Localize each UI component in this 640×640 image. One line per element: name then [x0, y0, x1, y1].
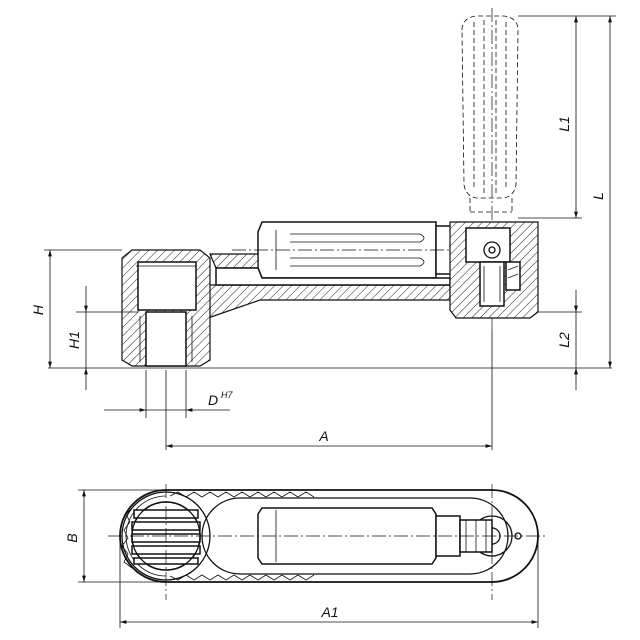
- vertical-handle-grip: [461, 15, 519, 213]
- pivot-block-section: [449, 221, 539, 319]
- knurled-edge: [169, 491, 315, 581]
- dim-D-label: D: [208, 392, 218, 408]
- side-view: L1 L L2 H H1 D H7 A: [30, 8, 616, 450]
- horizontal-handle-grip: [232, 221, 478, 279]
- top-view: B A1: [64, 484, 548, 628]
- dim-H1-label: H1: [66, 331, 82, 349]
- hub-section: [121, 249, 211, 367]
- dim-L-label: L: [590, 192, 606, 200]
- dim-L2-label: L2: [556, 332, 572, 348]
- dim-D-tolerance: H7: [221, 390, 233, 400]
- dim-A-label: A: [318, 428, 328, 444]
- dim-A1-label: A1: [320, 604, 338, 620]
- dim-H-label: H: [30, 304, 46, 315]
- dim-L1-label: L1: [556, 116, 572, 132]
- arm-slot: [201, 497, 509, 575]
- dim-B-label: B: [64, 533, 80, 542]
